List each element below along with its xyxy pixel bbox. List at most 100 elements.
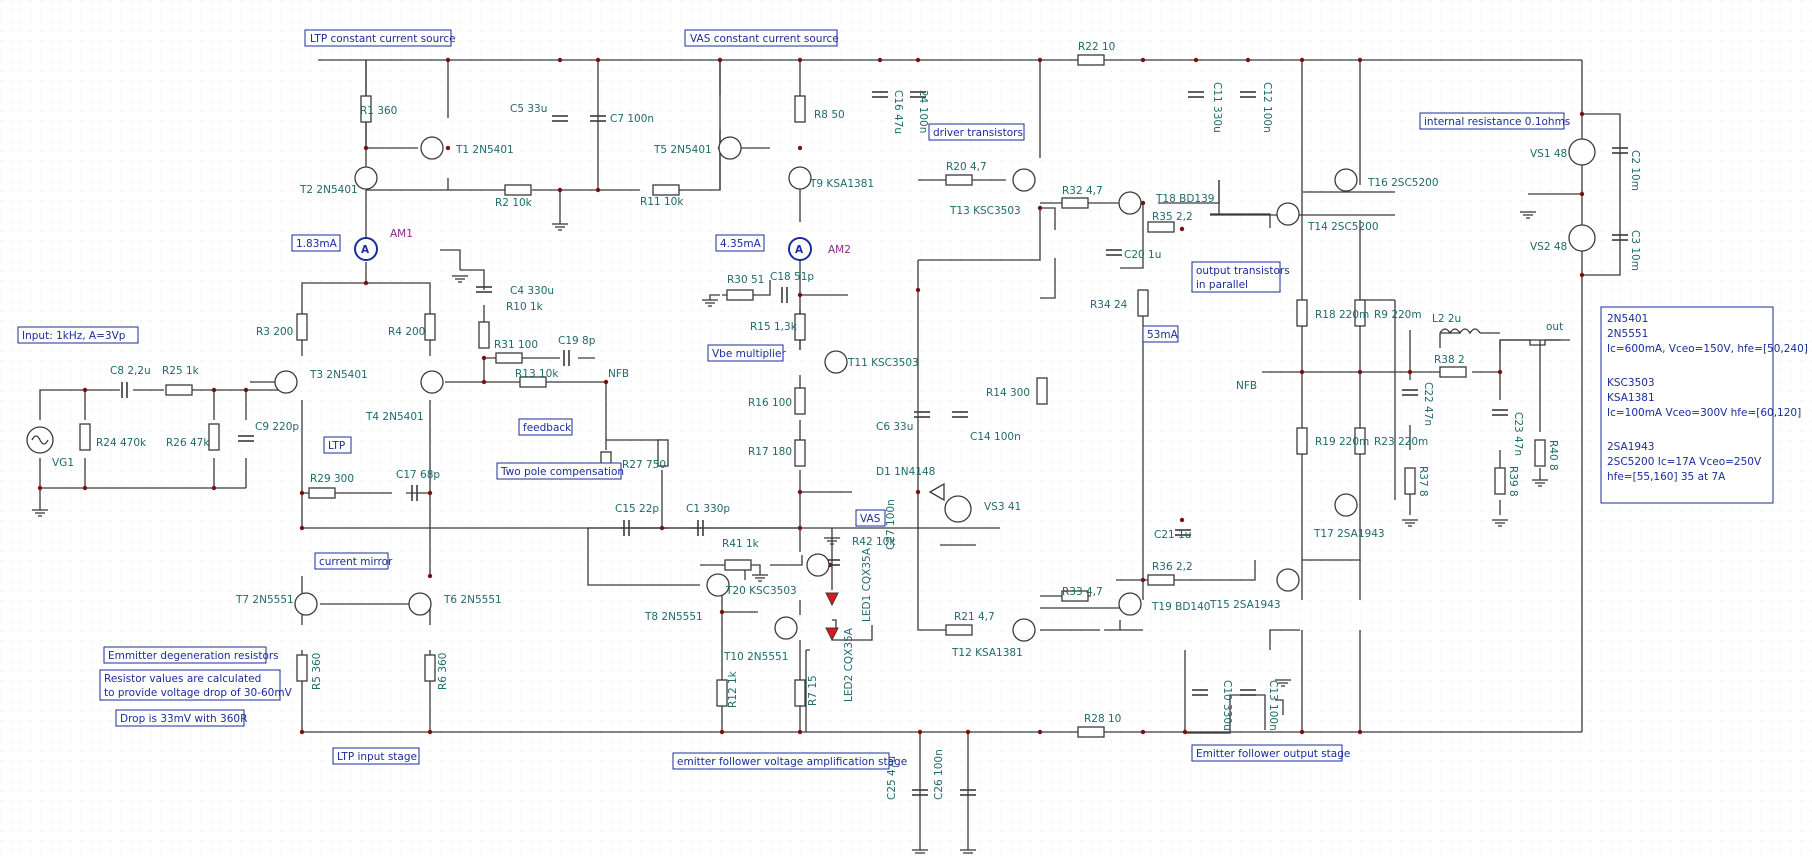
- svg-text:driver transistors: driver transistors: [933, 127, 1023, 139]
- label-led1: LED1 CQX35A: [861, 547, 873, 622]
- svg-text:in parallel: in parallel: [1196, 279, 1248, 291]
- label-t2: T2 2N5401: [299, 184, 358, 196]
- annotation-output-parallel: output transistors in parallel: [1191, 261, 1290, 293]
- annotation-vas-ccs: VAS constant current source: [684, 29, 839, 47]
- label-vs3: VS3 41: [984, 501, 1021, 513]
- label-r11: R11 10k: [640, 196, 684, 208]
- label-c4: C4 330u: [510, 285, 554, 297]
- label-r25: R25 1k: [162, 365, 200, 377]
- annotation-vbe: Vbe multiplier: [707, 344, 786, 362]
- annotation-internal-r: internal resistance 0.1ohms: [1419, 112, 1570, 130]
- am2-name: AM2: [828, 244, 851, 256]
- annotation-current-mirror: current mirror: [314, 552, 393, 570]
- component-symbols: [26, 54, 1628, 854]
- label-c18: C18 51p: [770, 271, 814, 283]
- spec-line: KSA1381: [1607, 392, 1655, 404]
- label-r16: R16 100: [748, 397, 792, 409]
- svg-text:internal resistance 0.1ohms: internal resistance 0.1ohms: [1424, 116, 1570, 128]
- annotation-53ma: 53mA: [1142, 325, 1179, 343]
- label-t3: T3 2N5401: [309, 369, 368, 381]
- label-r15: R15 1,3k: [750, 321, 798, 333]
- svg-text:Input: 1kHz, A=3Vp: Input: 1kHz, A=3Vp: [22, 330, 126, 342]
- svg-text:Resistor values are calculated: Resistor values are calculated: [104, 673, 261, 685]
- label-r10: R10 1k: [506, 301, 544, 313]
- label-c10: C10 330u: [1221, 680, 1233, 731]
- label-r39: R39 8: [1507, 466, 1519, 497]
- net-nfb-left: NFB: [608, 368, 629, 380]
- label-t20: T20 KSC3503: [725, 585, 797, 597]
- transistor-spec-box: 2N5401 2N5551 Ic=600mA, Vceo=150V, hfe=[…: [1600, 306, 1808, 504]
- annotation-ltp-ccs: LTP constant current source: [304, 29, 456, 47]
- label-c11: C11 330u: [1211, 82, 1223, 133]
- label-r37: R37 8: [1417, 466, 1429, 497]
- annotation-am1-reading: 1.83mA: [291, 234, 341, 252]
- annotation-ltp: LTP: [323, 436, 352, 454]
- annotation-feedback: feedback: [518, 418, 573, 436]
- svg-text:Vbe multiplier: Vbe multiplier: [712, 348, 786, 360]
- svg-text:Emitter follower output stage: Emitter follower output stage: [1196, 748, 1350, 760]
- ammeter-am2: [788, 237, 812, 261]
- annotation-ef-out-stage: Emitter follower output stage: [1191, 744, 1350, 762]
- label-t4: T4 2N5401: [365, 411, 424, 423]
- label-r30: R30 51: [727, 274, 764, 286]
- label-t5: T5 2N5401: [653, 144, 712, 156]
- label-t8: T8 2N5551: [644, 611, 703, 623]
- spec-line: KSC3503: [1607, 377, 1655, 389]
- spec-line: 2SC5200 Ic=17A Vceo=250V: [1607, 456, 1762, 468]
- label-c24: 24 100n: [917, 90, 929, 133]
- label-r32: R32 4,7: [1062, 185, 1103, 197]
- spec-line: 2SA1943: [1607, 441, 1654, 453]
- label-r22: R22 10: [1078, 41, 1115, 53]
- label-t9: T9 KSA1381: [809, 178, 874, 190]
- label-l2: L2 2u: [1432, 313, 1461, 325]
- label-c8: C8 2,2u: [110, 365, 151, 377]
- label-c7: C7 100n: [610, 113, 654, 125]
- label-t16: T16 2SC5200: [1367, 177, 1439, 189]
- svg-text:VAS constant current source: VAS constant current source: [690, 33, 839, 45]
- meter-labels: A AM1 A AM2: [361, 228, 851, 256]
- svg-text:4.35mA: 4.35mA: [720, 238, 762, 250]
- label-r12: R12 1k: [727, 670, 739, 708]
- label-r14: R14 300: [986, 387, 1030, 399]
- label-r28: R28 10: [1084, 713, 1121, 725]
- label-r36: R36 2,2: [1152, 561, 1193, 573]
- label-r18: R18 220m: [1315, 309, 1369, 321]
- svg-text:LTP constant current source: LTP constant current source: [310, 33, 456, 45]
- label-vs2: VS2 48: [1530, 241, 1567, 253]
- label-t17: T17 2SA1943: [1313, 528, 1385, 540]
- label-t13: T13 KSC3503: [949, 205, 1021, 217]
- label-led2: LED2 CQX35A: [843, 627, 855, 702]
- label-r20: R20 4,7: [946, 161, 987, 173]
- annotation-vas: VAS: [855, 509, 886, 527]
- label-r8: R8 50: [814, 109, 845, 121]
- label-vs1: VS1 48: [1530, 148, 1567, 160]
- svg-text:Emmitter degeneration resistor: Emmitter degeneration resistors: [108, 650, 279, 662]
- label-r17: R17 180: [748, 446, 792, 458]
- label-t19: T19 BD140: [1151, 601, 1210, 613]
- ammeter-am1: [354, 237, 378, 261]
- svg-text:current mirror: current mirror: [319, 556, 393, 568]
- label-r4: R4 200: [388, 326, 425, 338]
- label-c26: C26 100n: [933, 749, 945, 800]
- am1-name: AM1: [390, 228, 413, 240]
- label-t6: T6 2N5551: [443, 594, 502, 606]
- label-r2: R2 10k: [495, 197, 533, 209]
- label-c5: C5 33u: [510, 103, 547, 115]
- label-t15: T15 2SA1943: [1209, 599, 1281, 611]
- annotation-resistor-calc: Resistor values are calculated to provid…: [99, 669, 293, 701]
- label-r33: R33 4,7: [1062, 586, 1103, 598]
- label-c22: C22 47n: [1422, 382, 1434, 426]
- label-c3: C3 10m: [1629, 230, 1641, 271]
- svg-text:LTP: LTP: [328, 440, 345, 452]
- net-nfb-right: NFB: [1236, 380, 1257, 392]
- label-r3: R3 200: [256, 326, 293, 338]
- label-r9: R9 220m: [1374, 309, 1422, 321]
- svg-text:VAS: VAS: [860, 513, 881, 525]
- label-t12: T12 KSA1381: [951, 647, 1023, 659]
- label-r13: R13 10k: [515, 368, 559, 380]
- label-c13: C13 100n: [1267, 680, 1279, 731]
- label-r27: R27 750: [622, 459, 666, 471]
- label-c23: C23 47n: [1512, 412, 1524, 456]
- label-t10: T10 2N5551: [723, 651, 788, 663]
